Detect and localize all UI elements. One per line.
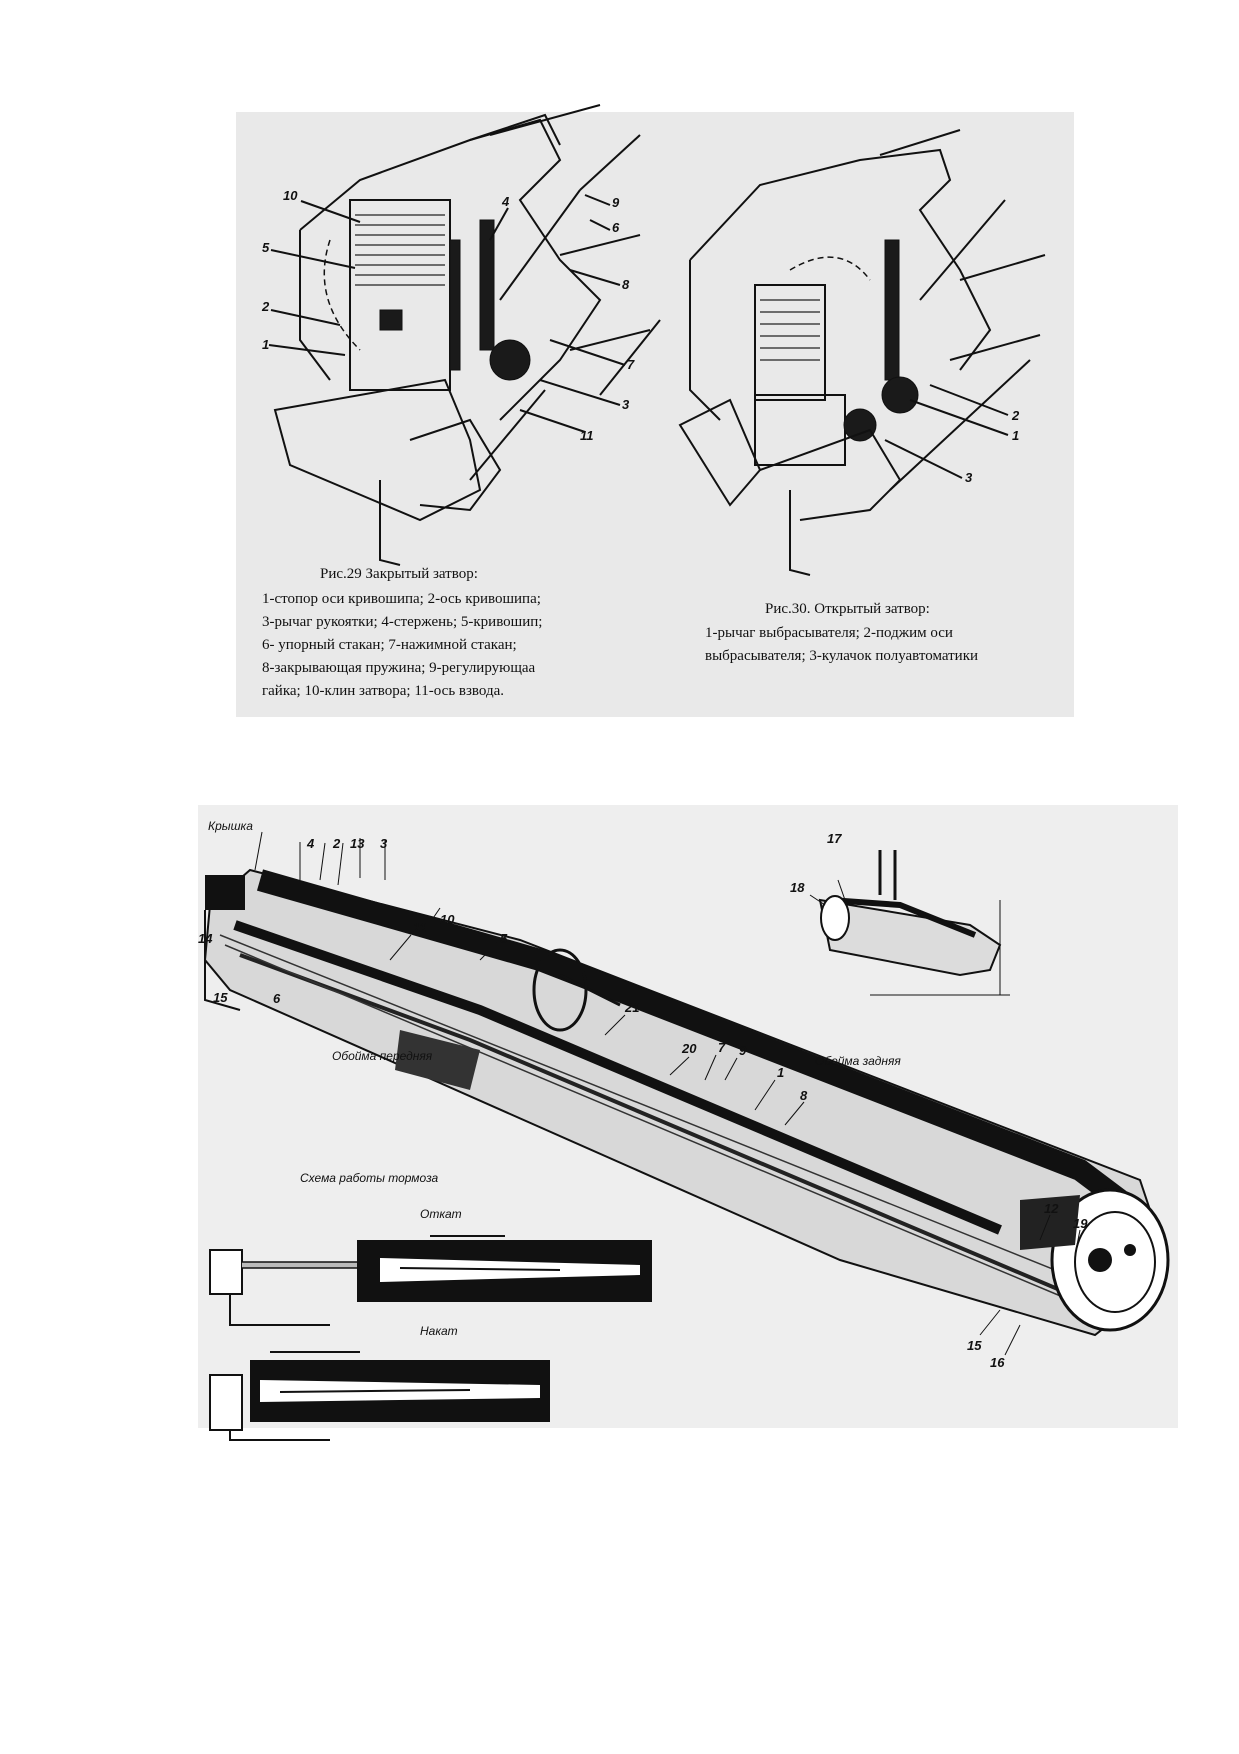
fig29-caption-title: Рис.29 Закрытый затвор: (320, 566, 478, 582)
brake-part-number: 16 (990, 1355, 1005, 1370)
brake-part-number: 10 (440, 912, 455, 927)
open-breech-drawing (678, 129, 1046, 576)
brake-part-number: 8 (800, 1088, 808, 1103)
fig30-label: 3 (965, 470, 973, 485)
closed-breech-drawing (268, 104, 661, 566)
recoil-brake-drawing (203, 831, 1170, 1356)
fig29-label: 7 (627, 357, 635, 372)
fig29-label: 6 (612, 220, 620, 235)
cover-label: Крышка (208, 819, 253, 833)
fig29-label: 10 (283, 188, 298, 203)
brake-part-number: 12 (1044, 1201, 1059, 1216)
brake-part-number: 20 (681, 1041, 697, 1056)
brake-part-number: 17 (827, 831, 842, 846)
fig29-label: 9 (612, 195, 620, 210)
rear-clip-label: Обойма задняя (815, 1054, 901, 1068)
piston-detail-drawing (809, 850, 1010, 996)
fig29-label: 5 (262, 240, 270, 255)
fig29-legend-line: 6- упорный стакан; 7-нажимной стакан; (262, 637, 517, 653)
brake-part-number: 21 (624, 1000, 639, 1015)
fig30-label: 2 (1011, 408, 1020, 423)
brake-part-number: 5 (500, 931, 508, 946)
fig30-legend-line: 1-рычаг выбрасывателя; 2-поджим оси (705, 625, 953, 641)
fig29-label: 11 (580, 428, 594, 443)
fig30-legend-line: выбрасывателя; 3-кулачок полуавтоматики (705, 648, 979, 664)
fig29-caption-legend: 1-стопор оси кривошипа; 2-ось кривошипа;… (262, 588, 542, 703)
fig29-legend-line: 1-стопор оси кривошипа; 2-ось кривошипа; (262, 591, 541, 607)
fig29-legend-line: 3-рычаг рукоятки; 4-стержень; 5-кривошип… (262, 614, 543, 630)
brake-scheme-title: Схема работы тормоза (300, 1171, 439, 1185)
fig29-label: 2 (261, 299, 270, 314)
brake-part-number: 15 (213, 990, 228, 1005)
fig29-legend-line: гайка; 10-клин затвора; 11-ось взвода. (262, 683, 505, 699)
fig29-legend-line: 8-закрывающая пружина; 9-регулирующаа (262, 660, 536, 676)
brake-part-number: 9 (739, 1043, 747, 1058)
fig29-label: 4 (501, 194, 510, 209)
brake-part-number: 6 (273, 991, 281, 1006)
recoil-label: Откат (420, 1207, 462, 1221)
fig30-caption-legend: 1-рычаг выбрасывателя; 2-поджим оси выбр… (705, 622, 978, 668)
fig30-caption-title: Рис.30. Открытый затвор: (765, 601, 930, 617)
breech-figures-panel (236, 112, 1074, 717)
brake-part-number: 15 (967, 1338, 982, 1353)
brake-part-number: 2 (332, 836, 341, 851)
brake-part-number: 11 (413, 920, 427, 935)
recoil-scheme-drawing (209, 1235, 652, 1326)
brake-part-number: 1 (777, 1065, 784, 1080)
brake-part-number: 14 (198, 931, 213, 946)
brake-part-number: 4 (306, 836, 315, 851)
front-clip-label: Обойма передняя (332, 1049, 433, 1063)
brake-part-number: 19 (1073, 1216, 1088, 1231)
return-label: Накат (420, 1324, 458, 1338)
return-scheme-drawing (209, 1351, 550, 1441)
brake-part-number: 7 (718, 1040, 726, 1055)
fig29-label: 1 (262, 337, 269, 352)
brake-part-number: 3 (380, 836, 388, 851)
brake-part-number: 18 (790, 880, 805, 895)
fig30-label: 1 (1012, 428, 1019, 443)
fig29-label: 8 (622, 277, 630, 292)
fig29-label: 3 (622, 397, 630, 412)
brake-part-number: 13 (350, 836, 365, 851)
